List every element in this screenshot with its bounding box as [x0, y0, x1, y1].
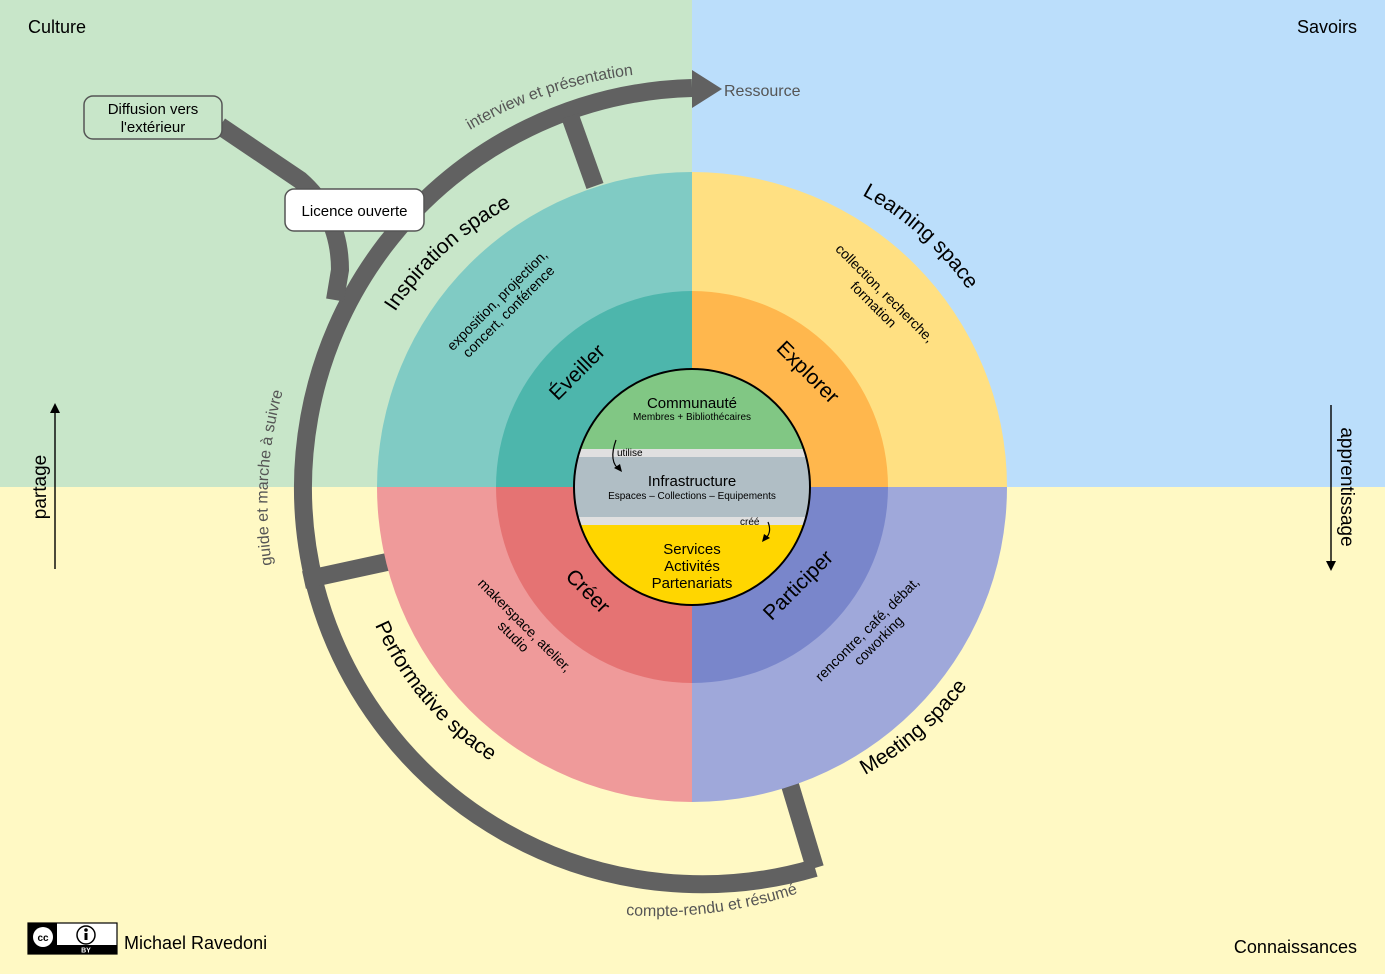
licence-box: Licence ouverte	[284, 188, 425, 232]
core-outline	[573, 368, 811, 606]
corner-savoirs: Savoirs	[1297, 17, 1357, 37]
ressource-arrowhead	[692, 70, 722, 108]
creates-label: créé	[740, 517, 760, 528]
services-line2: Activités	[664, 558, 720, 575]
corner-culture: Culture	[28, 17, 86, 37]
diffusion-box: Diffusion vers l'extérieur	[83, 95, 223, 140]
community-subtitle: Membres + Bibliothécaires	[633, 412, 751, 423]
partage-axis: partage	[30, 403, 60, 569]
uses-label: utilise	[617, 448, 643, 459]
licence-label: Licence ouverte	[302, 203, 408, 220]
services-line1: Services	[663, 541, 721, 558]
author-name: Michael Ravedoni	[124, 933, 267, 953]
partage-label: partage	[30, 455, 51, 519]
infrastructure-title: Infrastructure	[648, 473, 736, 490]
diffusion-line1: Diffusion vers	[108, 101, 199, 118]
apprentissage-label: apprentissage	[1336, 427, 1357, 546]
diffusion-line2: l'extérieur	[121, 119, 186, 136]
badge-cc: cc	[37, 933, 49, 944]
community-title: Communauté	[647, 395, 737, 412]
badge-by: BY	[81, 948, 91, 955]
cc-by-badge: cc BY	[27, 922, 118, 955]
ressource-label: Ressource	[724, 83, 801, 100]
corner-connaissances: Connaissances	[1234, 937, 1357, 957]
apprentissage-axis: apprentissage	[1326, 405, 1357, 571]
services-line3: Partenariats	[652, 575, 733, 592]
infrastructure-subtitle: Espaces – Collections – Equipements	[608, 491, 776, 502]
